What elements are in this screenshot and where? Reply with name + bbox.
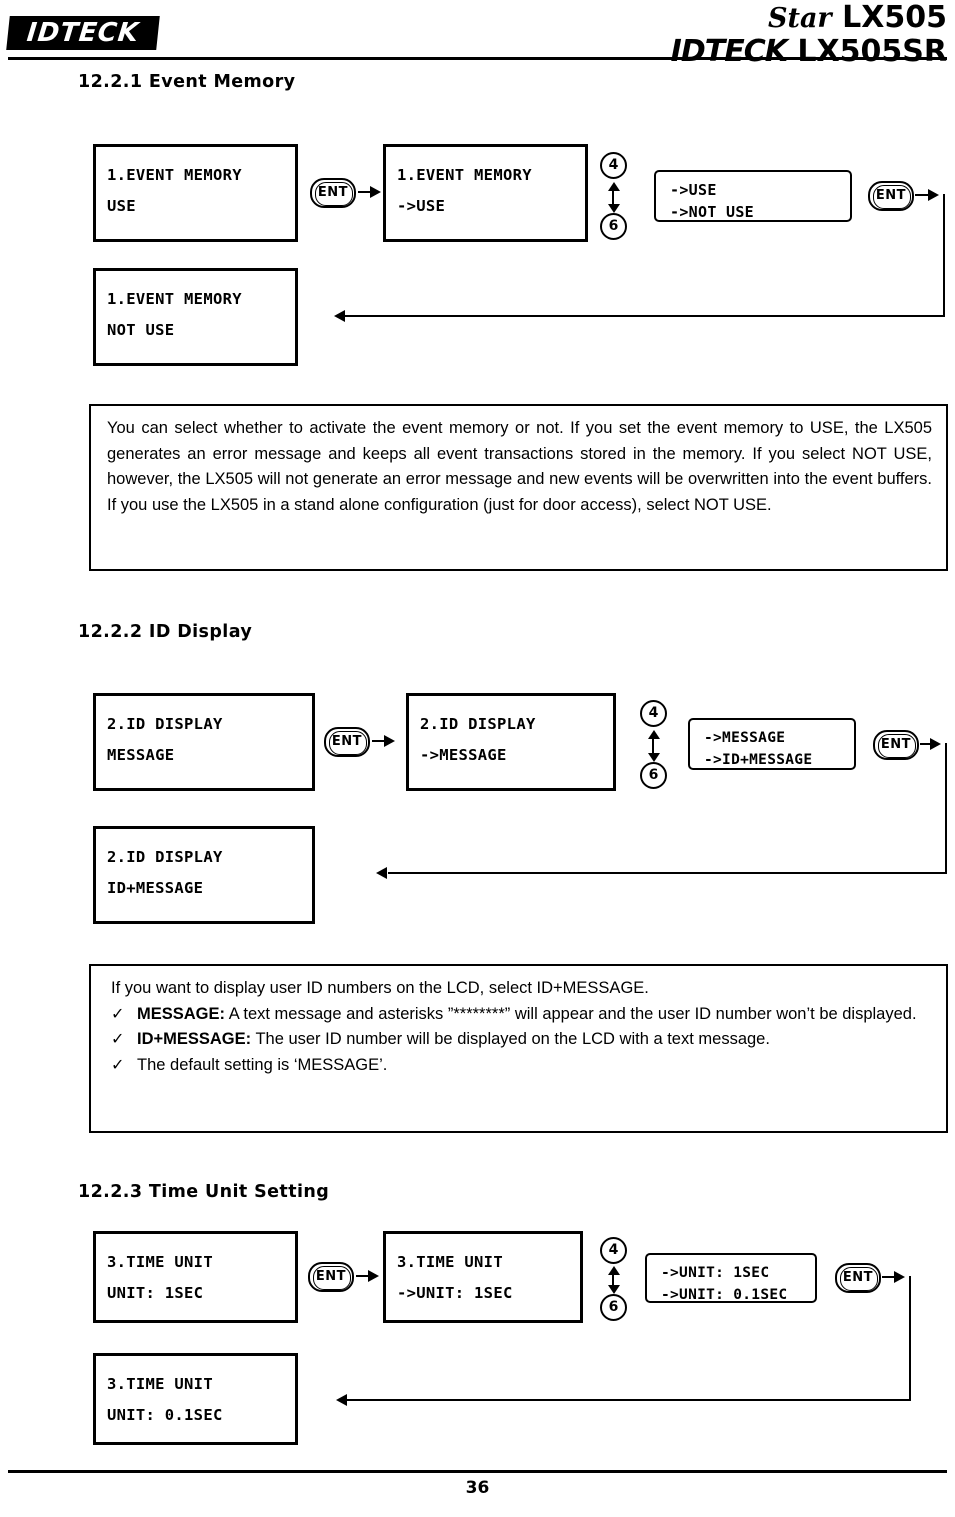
arrow-down-icon bbox=[648, 753, 660, 762]
connector-line bbox=[358, 191, 372, 193]
connector-line bbox=[909, 1276, 911, 1400]
connector-line bbox=[388, 872, 947, 874]
connector-line bbox=[915, 194, 931, 196]
key-up-4[interactable]: 4 bbox=[600, 1237, 627, 1264]
arrow-down-icon bbox=[608, 1285, 620, 1294]
arrow-right-icon bbox=[370, 186, 381, 198]
ent-key-2[interactable]: ENT bbox=[868, 181, 914, 211]
lcd-id-display-result: 2.ID DISPLAY ID+MESSAGE bbox=[93, 826, 315, 924]
header-divider bbox=[8, 57, 947, 60]
page-number: 36 bbox=[465, 1478, 490, 1498]
lcd-event-memory-result: 1.EVENT MEMORY NOT USE bbox=[93, 268, 298, 366]
note-bullet-2: ✓ ID+MESSAGE: The user ID number will be… bbox=[111, 1027, 932, 1053]
note-id-display: If you want to display user ID numbers o… bbox=[89, 964, 948, 1133]
connector-line bbox=[945, 743, 947, 873]
lcd-time-unit-result: 3.TIME UNIT UNIT: 0.1SEC bbox=[93, 1353, 298, 1445]
check-icon: ✓ bbox=[111, 1005, 125, 1023]
options-event-memory[interactable]: ->USE ->NOT USE bbox=[654, 170, 852, 222]
arrow-right-icon bbox=[930, 738, 941, 750]
connector-line bbox=[345, 315, 945, 317]
arrow-up-icon bbox=[648, 730, 660, 739]
connector-line bbox=[356, 1275, 370, 1277]
bullet-label: ID+MESSAGE: bbox=[137, 1030, 252, 1048]
key-down-6[interactable]: 6 bbox=[600, 213, 627, 240]
arrow-up-icon bbox=[608, 1266, 620, 1275]
arrow-left-icon bbox=[334, 310, 345, 322]
lcd-event-memory-initial: 1.EVENT MEMORY USE bbox=[93, 144, 298, 242]
arrow-down-icon bbox=[608, 204, 620, 213]
section-title-12-2-2: 12.2.2 ID Display bbox=[78, 622, 253, 642]
bullet-text: The user ID number will be displayed on … bbox=[251, 1030, 770, 1048]
ent-key-6[interactable]: ENT bbox=[835, 1263, 881, 1293]
bullet-text: The default setting is ‘MESSAGE’. bbox=[137, 1055, 388, 1074]
lcd-time-unit-edit: 3.TIME UNIT ->UNIT: 1SEC bbox=[383, 1231, 583, 1323]
note-event-memory: You can select whether to activate the e… bbox=[89, 404, 948, 571]
brand-label: IDTECK bbox=[670, 33, 788, 69]
section-title-12-2-3: 12.2.3 Time Unit Setting bbox=[78, 1182, 330, 1202]
idteck-logo: IDTECK bbox=[6, 16, 160, 50]
arrow-right-icon bbox=[894, 1271, 905, 1283]
note-bullet-3: ✓ The default setting is ‘MESSAGE’. bbox=[111, 1053, 932, 1079]
bullet-text: A text message and asterisks ”********” … bbox=[225, 1004, 917, 1023]
check-icon: ✓ bbox=[111, 1031, 125, 1048]
connector-line bbox=[347, 1399, 911, 1401]
connector-line bbox=[612, 189, 614, 206]
page-header: IDTECK Star LX505 IDTECK LX505SR bbox=[0, 0, 955, 67]
ent-key-1[interactable]: ENT bbox=[310, 178, 356, 208]
arrow-up-icon bbox=[608, 182, 620, 191]
section-title-12-2-1: 12.2.1 Event Memory bbox=[78, 72, 296, 92]
bullet-label: MESSAGE: bbox=[137, 1004, 226, 1023]
connector-line bbox=[920, 743, 933, 745]
product-title: Star LX505 IDTECK LX505SR bbox=[671, 2, 947, 67]
key-down-6[interactable]: 6 bbox=[640, 762, 667, 789]
key-up-4[interactable]: 4 bbox=[640, 700, 667, 727]
lcd-id-display-initial: 2.ID DISPLAY MESSAGE bbox=[93, 693, 315, 791]
arrow-left-icon bbox=[336, 1394, 347, 1406]
key-down-6[interactable]: 6 bbox=[600, 1294, 627, 1321]
lcd-event-memory-edit: 1.EVENT MEMORY ->USE bbox=[383, 144, 588, 242]
arrow-left-icon bbox=[376, 867, 387, 879]
footer-divider bbox=[8, 1470, 947, 1473]
ent-key-4[interactable]: ENT bbox=[873, 730, 919, 760]
check-icon: ✓ bbox=[111, 1056, 125, 1074]
arrow-right-icon bbox=[384, 735, 395, 747]
product-star-label: Star bbox=[767, 3, 832, 34]
connector-line bbox=[882, 1276, 896, 1278]
connector-line bbox=[372, 740, 386, 742]
arrow-right-icon bbox=[928, 189, 939, 201]
note-bullet-1: ✓ MESSAGE: A text message and asterisks … bbox=[111, 1002, 932, 1028]
options-id-display[interactable]: ->MESSAGE ->ID+MESSAGE bbox=[688, 718, 856, 770]
model-sr-label: LX505SR bbox=[797, 33, 947, 69]
connector-line bbox=[943, 194, 945, 316]
connector-line bbox=[612, 1273, 614, 1287]
connector-line bbox=[652, 737, 654, 755]
product-model-label: LX505 bbox=[842, 0, 947, 35]
lcd-time-unit-initial: 3.TIME UNIT UNIT: 1SEC bbox=[93, 1231, 298, 1323]
arrow-right-icon bbox=[368, 1270, 379, 1282]
key-up-4[interactable]: 4 bbox=[600, 152, 627, 179]
lcd-id-display-edit: 2.ID DISPLAY ->MESSAGE bbox=[406, 693, 616, 791]
ent-key-3[interactable]: ENT bbox=[324, 727, 370, 757]
options-time-unit[interactable]: ->UNIT: 1SEC ->UNIT: 0.1SEC bbox=[645, 1253, 817, 1303]
ent-key-5[interactable]: ENT bbox=[308, 1262, 354, 1292]
